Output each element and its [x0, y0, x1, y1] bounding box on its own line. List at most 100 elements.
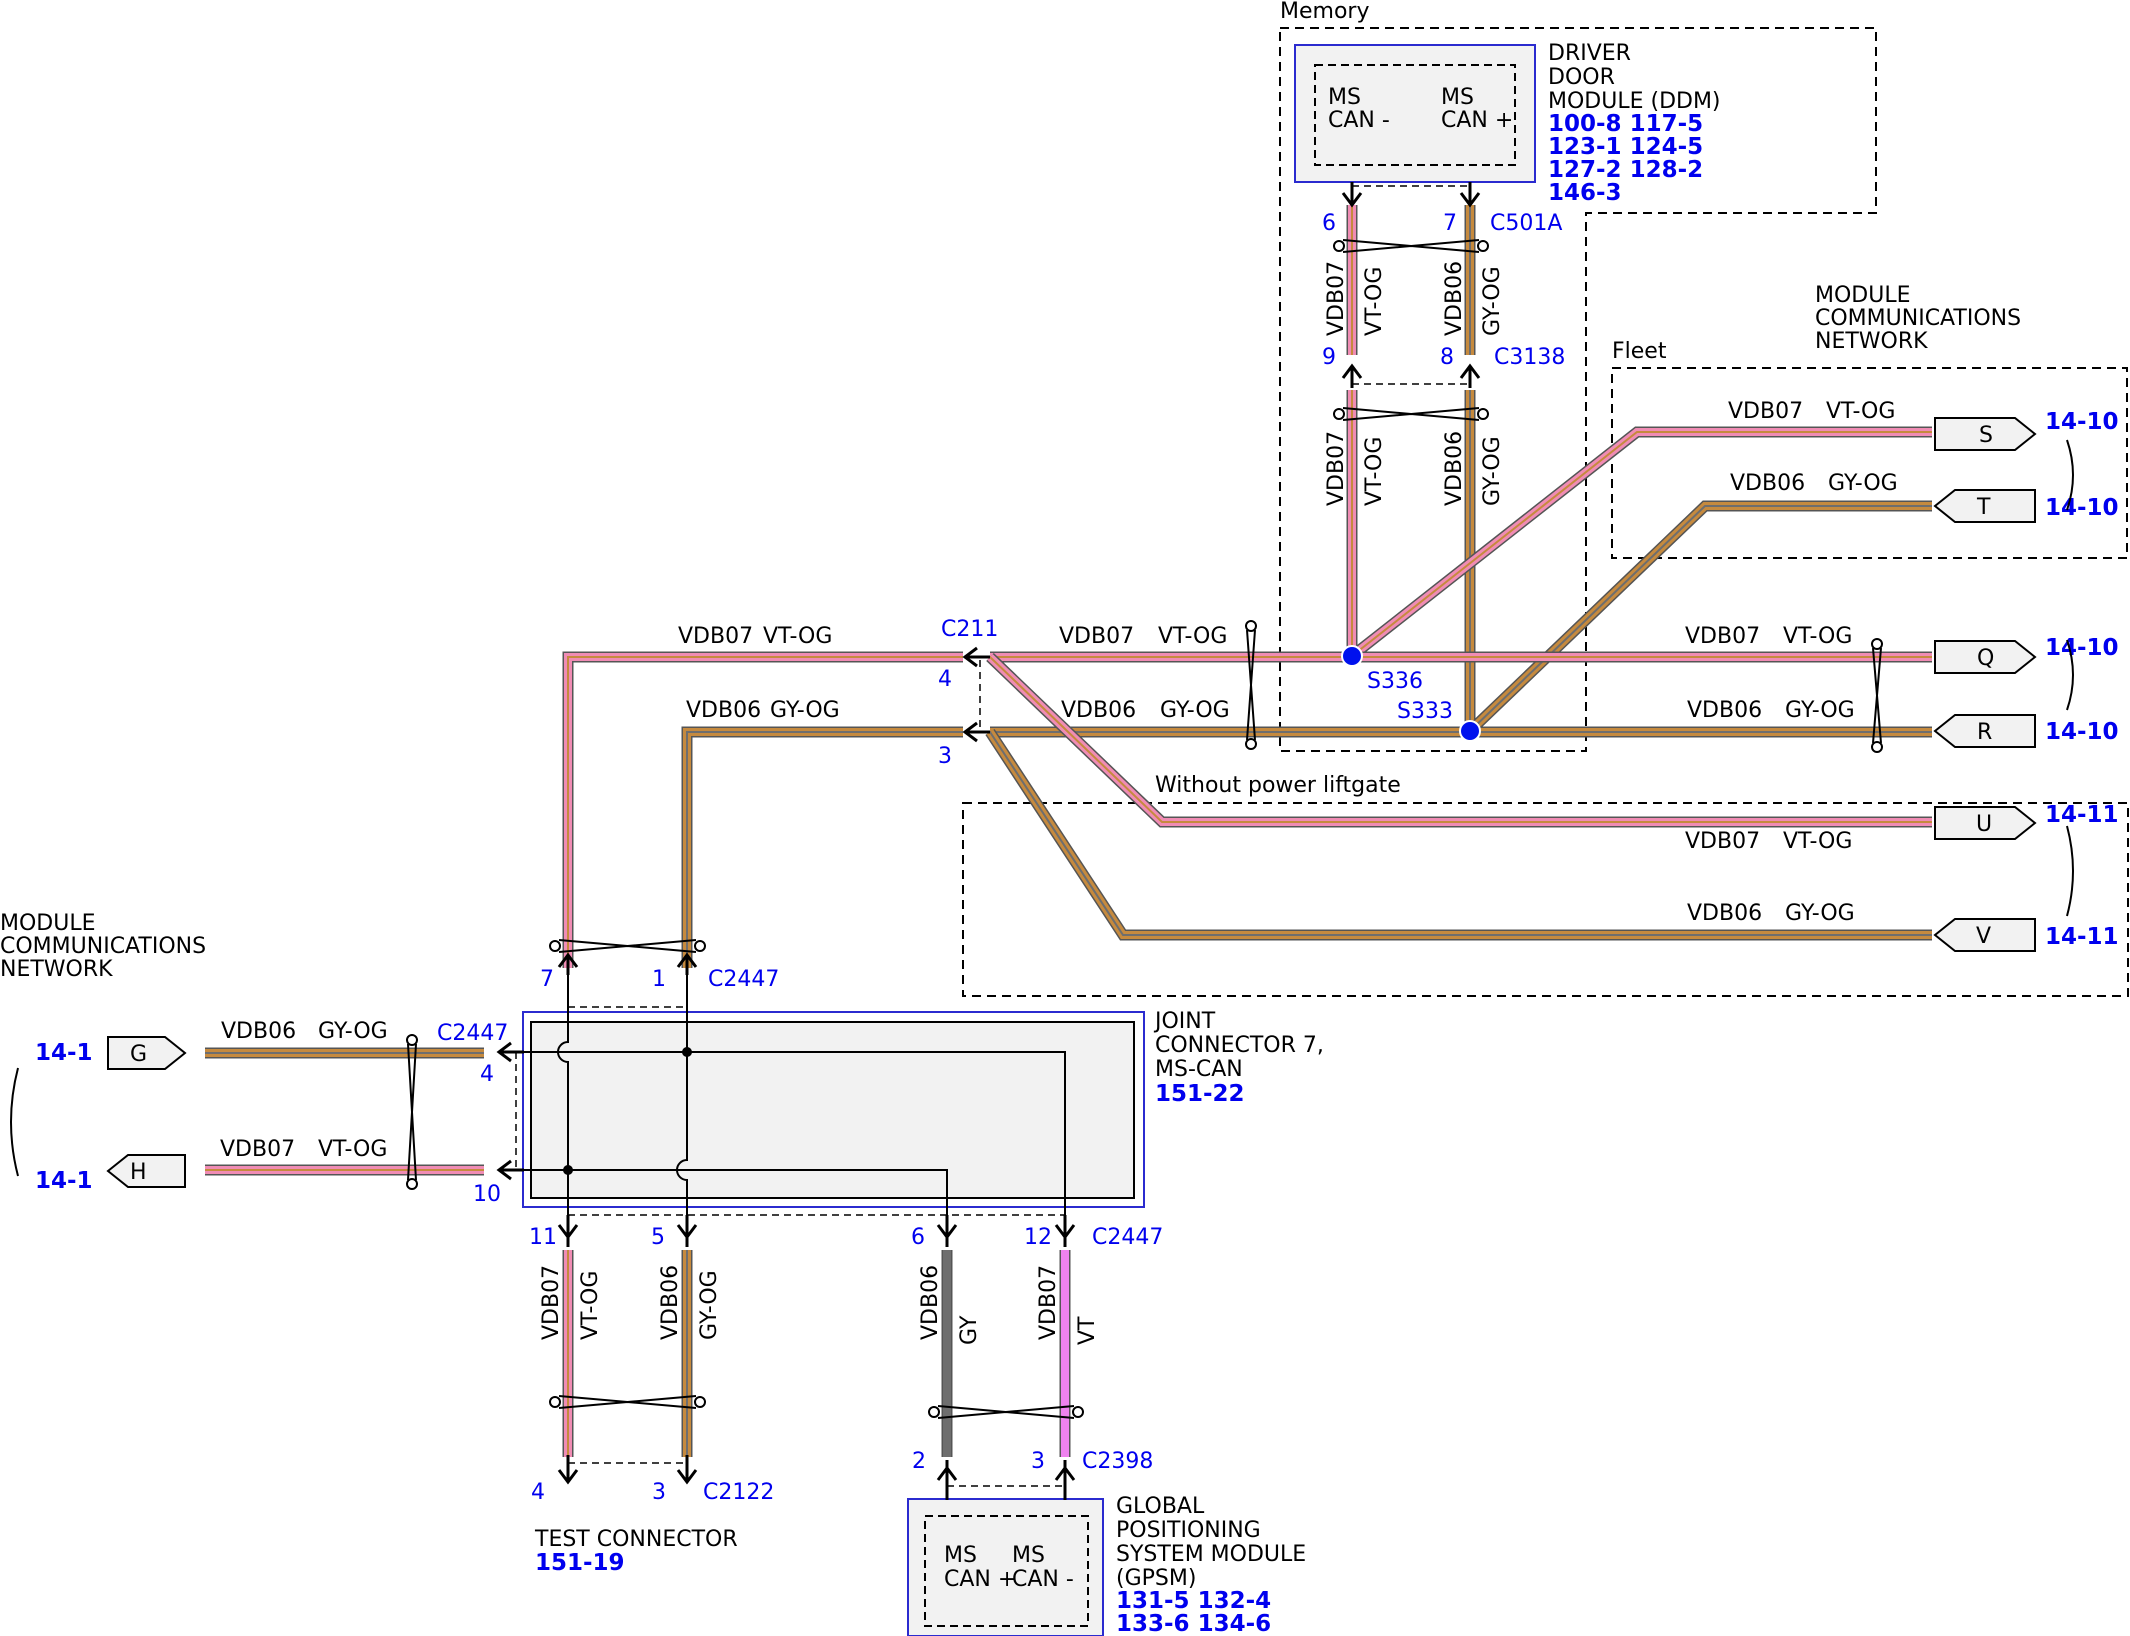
svg-text:VDB07: VDB07 — [1059, 624, 1134, 649]
svg-text:VT-OG: VT-OG — [1362, 437, 1387, 506]
svg-text:GY-OG: GY-OG — [1785, 698, 1855, 723]
tag-s-ref: 14-10 — [2045, 409, 2119, 435]
ddm-pin-can-minus: MS CAN - — [1328, 85, 1390, 133]
jc-node-gy — [682, 1047, 692, 1057]
jc-vert-vt — [557, 975, 569, 1247]
twist-marks — [406, 239, 1883, 1419]
conn-c211: C211 — [941, 617, 998, 642]
svg-text:GY-OG: GY-OG — [1480, 266, 1505, 336]
wire-vt-to-fleet-s — [1348, 426, 1932, 661]
memory-label: Memory — [1280, 0, 1369, 24]
splice-s336 — [1341, 645, 1363, 667]
tag-r-ref: 14-10 — [2045, 719, 2119, 745]
pin-gpsm-gy: 2 — [912, 1449, 926, 1474]
conn-c2398: C2398 — [1082, 1449, 1153, 1474]
pin-c211-gy: 3 — [938, 744, 952, 769]
bracket-q-r — [2066, 639, 2074, 711]
svg-text:VDB06: VDB06 — [918, 1265, 943, 1340]
svg-text:VDB06: VDB06 — [1061, 698, 1136, 723]
pin-c211-vt: 4 — [938, 667, 952, 692]
svg-text:VT-OG: VT-OG — [763, 624, 832, 649]
gpsm-name: GLOBAL POSITIONING SYSTEM MODULE (GPSM) — [1116, 1494, 1313, 1591]
pin-c3138-vt: 9 — [1322, 345, 1336, 370]
svg-text:VDB06: VDB06 — [1687, 901, 1762, 926]
jc-node-vt — [563, 1165, 573, 1175]
wire-vt-to-jc-top — [562, 651, 963, 968]
off-page-tags: S T Q R U V G H 14-10 14-10 14-10 14-10 … — [10, 409, 2119, 1194]
gpsm-pin-can-minus: MS CAN - — [1012, 1543, 1074, 1592]
tag-h-letter: H — [130, 1160, 147, 1185]
conn-c2447-bottom: C2447 — [1092, 1225, 1163, 1250]
svg-text:VT-OG: VT-OG — [1826, 399, 1895, 424]
ddm-box — [1294, 44, 1536, 183]
gpsm-refs: 131-5 132-4 133-6 134-6 — [1116, 1588, 1279, 1636]
svg-text:VT-OG: VT-OG — [1783, 624, 1852, 649]
circuit-labels-vertical: VDB07 VT-OG VDB06 GY-OG VDB07 VT-OG VDB0… — [539, 261, 1505, 1345]
jc-vert-gy — [676, 975, 688, 1247]
tag-v-letter: V — [1976, 924, 1991, 949]
tag-t-letter: T — [1976, 495, 1991, 520]
pin-jc-top-vt: 7 — [540, 967, 554, 992]
conn-c2447-left: C2447 — [437, 1021, 508, 1046]
fleet-region — [1611, 367, 2128, 559]
conn-c2122: C2122 — [703, 1480, 774, 1505]
tag-q-letter: Q — [1977, 646, 1994, 671]
svg-text:VDB06: VDB06 — [1687, 698, 1762, 723]
svg-text:VT-OG: VT-OG — [578, 1271, 603, 1340]
svg-text:VDB07: VDB07 — [1685, 624, 1760, 649]
svg-text:VDB07: VDB07 — [678, 624, 753, 649]
wires — [205, 205, 1932, 1457]
gps-module: MS CAN + MS CAN - GLOBAL POSITIONING SYS… — [907, 1494, 1313, 1636]
tag-s — [1934, 417, 2037, 451]
bracket-u-v — [2066, 825, 2074, 917]
driver-door-module: MS CAN - MS CAN + DRIVER DOOR MODULE (DD… — [1294, 41, 1721, 206]
conn-c2447-top: C2447 — [708, 967, 779, 992]
tag-g — [107, 1036, 187, 1070]
svg-text:GY-OG: GY-OG — [318, 1019, 388, 1044]
ddm-inner-box — [1314, 64, 1516, 166]
wire-gy-to-v — [985, 728, 1932, 941]
network-label-left: MODULE COMMUNICATIONS NETWORK — [0, 911, 213, 982]
jc-inner — [530, 1021, 1135, 1199]
tag-u-letter: U — [1976, 812, 1992, 837]
ddm-pin-can-plus: MS CAN + — [1441, 85, 1513, 133]
tag-r — [1933, 714, 2036, 748]
pin-tc-gy: 3 — [652, 1480, 666, 1505]
pin-jc-bot-3: 6 — [911, 1225, 925, 1250]
svg-text:VDB07: VDB07 — [1685, 829, 1760, 854]
tag-t — [1933, 489, 2036, 523]
svg-text:GY-OG: GY-OG — [770, 698, 840, 723]
svg-text:VT-OG: VT-OG — [318, 1137, 387, 1162]
wire-vt-to-u — [986, 653, 1932, 828]
svg-text:VDB06: VDB06 — [658, 1265, 683, 1340]
pin-jc-bot-4: 12 — [1024, 1225, 1052, 1250]
pin-jc-bot-2: 5 — [651, 1225, 665, 1250]
jc-ref: 151-22 — [1155, 1081, 1245, 1107]
bracket-g-h — [10, 1067, 19, 1177]
pin-jc-left-gy: 4 — [480, 1062, 494, 1087]
memory-region — [1279, 27, 1877, 752]
svg-text:GY-OG: GY-OG — [1160, 698, 1230, 723]
svg-text:VDB06: VDB06 — [686, 698, 761, 723]
gpsm-box — [907, 1498, 1104, 1636]
svg-text:GY: GY — [957, 1315, 982, 1345]
test-connector-name: TEST CONNECTOR — [534, 1527, 738, 1552]
svg-text:VDB07: VDB07 — [1036, 1265, 1061, 1340]
pin-gpsm-vt: 3 — [1031, 1449, 1045, 1474]
svg-text:GY-OG: GY-OG — [1480, 436, 1505, 506]
gpsm-inner-box — [924, 1515, 1089, 1627]
jc-name: JOINT CONNECTOR 7, MS-CAN — [1153, 1009, 1331, 1082]
joint-connector-7: JOINT CONNECTOR 7, MS-CAN 151-22 — [500, 975, 1331, 1247]
tag-v — [1933, 918, 2036, 952]
pin-jc-top-gy: 1 — [652, 967, 666, 992]
conn-c501a: C501A — [1490, 211, 1562, 236]
svg-text:VT: VT — [1075, 1316, 1100, 1345]
splice-s333 — [1459, 720, 1481, 742]
tag-r-letter: R — [1977, 720, 1992, 745]
tag-g-letter: G — [130, 1042, 147, 1067]
svg-text:GY-OG: GY-OG — [1828, 471, 1898, 496]
tag-t-ref: 14-10 — [2045, 495, 2119, 521]
gpsm-pin-can-plus: MS CAN + — [944, 1543, 1016, 1592]
svg-text:VDB06: VDB06 — [1730, 471, 1805, 496]
